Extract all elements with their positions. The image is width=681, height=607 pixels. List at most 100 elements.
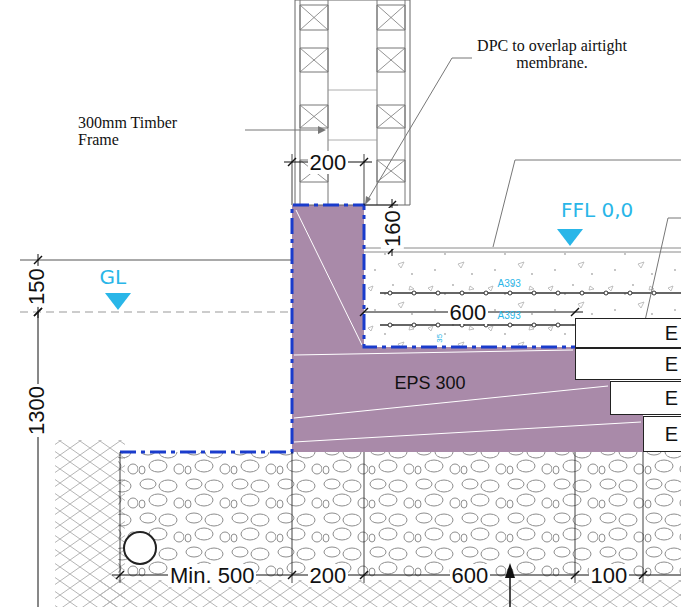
- rebar-bar: [556, 323, 560, 327]
- timber-batten: [377, 5, 405, 30]
- rebar-bar: [580, 291, 584, 295]
- insulation-step-label: E: [665, 323, 678, 343]
- dimension-text: 200: [308, 564, 349, 587]
- extension-line: [364, 154, 365, 205]
- rebar-bar: [412, 323, 416, 327]
- insulation-step-label: E: [665, 388, 678, 408]
- gravel-bed: [118, 452, 681, 580]
- drain-pipe: [124, 532, 156, 564]
- extension-line: [575, 452, 576, 583]
- leader-line: [367, 58, 472, 201]
- rebar-mesh: [380, 324, 575, 326]
- timber-batten: [377, 105, 405, 128]
- extension-line: [643, 452, 644, 583]
- board-joint: [294, 422, 641, 442]
- dimension-tick: [34, 308, 42, 316]
- timber-noggin: [328, 90, 377, 91]
- rebar-bar: [484, 291, 488, 295]
- timber-batten: [300, 105, 328, 128]
- rebar-bar: [556, 291, 560, 295]
- timber-batten: [377, 160, 405, 182]
- dimension-text: 150: [24, 266, 47, 307]
- insulation-step-box: E: [575, 318, 681, 348]
- mesh-label: A393: [498, 311, 521, 322]
- level-label: GL: [100, 267, 127, 288]
- rebar-bar: [532, 323, 536, 327]
- dimension-text: 1300: [24, 384, 47, 437]
- timber-batten: [300, 48, 328, 72]
- timber-batten: [300, 5, 328, 30]
- dimension-line: [38, 312, 39, 607]
- dimension-text: 600: [448, 301, 489, 324]
- rebar-bar: [628, 291, 632, 295]
- rebar-bar: [532, 291, 536, 295]
- rebar-bar: [604, 291, 608, 295]
- dimension-text: 100: [589, 564, 630, 587]
- timber-batten: [377, 48, 405, 72]
- leader-line: [245, 130, 318, 131]
- insulation-step-box: E: [610, 381, 681, 415]
- board-joint: [294, 350, 573, 355]
- leader-arrow: [365, 196, 371, 205]
- rebar-bar: [508, 323, 512, 327]
- dimension-tick: [571, 308, 579, 316]
- dimension-text: 160: [380, 208, 403, 249]
- timber-batten: [377, 105, 405, 128]
- timber-batten: [377, 5, 405, 30]
- extension-line: [364, 452, 365, 583]
- callout-note: 300mm Timber Frame: [78, 115, 198, 149]
- timber-batten: [377, 5, 405, 30]
- timber-batten: [300, 105, 328, 128]
- rebar-bar: [436, 291, 440, 295]
- insulation-step-box: E: [575, 348, 681, 380]
- timber-noggin: [328, 140, 377, 141]
- extension-line: [292, 154, 293, 205]
- timber-batten: [300, 5, 328, 30]
- dimension-text: 600: [450, 564, 491, 587]
- level-marker: [105, 293, 131, 310]
- callout-note: DPC to overlap airtight membrane.: [477, 38, 627, 72]
- extension-line: [120, 452, 121, 583]
- rebar-bar: [484, 323, 488, 327]
- concrete-slab: [364, 252, 681, 347]
- timber-batten: [300, 5, 328, 30]
- rebar-mesh: [380, 292, 681, 294]
- timber-batten: [300, 48, 328, 72]
- timber-batten: [377, 48, 405, 72]
- rebar-bar: [460, 291, 464, 295]
- leader-line: [493, 160, 681, 247]
- rebar-bar: [388, 323, 392, 327]
- dimension-tick: [34, 256, 42, 264]
- rebar-bar: [412, 291, 416, 295]
- floor-finish-line: [364, 248, 681, 249]
- board-joint: [296, 210, 362, 345]
- floor-finish-line: [364, 252, 681, 253]
- dimension-text: 35: [436, 334, 444, 343]
- rebar-bar: [652, 291, 656, 295]
- insulation-step-label: E: [665, 424, 678, 444]
- insulation-step-label: E: [665, 354, 678, 374]
- timber-batten: [300, 105, 328, 128]
- level-label: FFL 0,0: [561, 200, 633, 221]
- timber-batten: [377, 105, 405, 128]
- material-label: EPS 300: [393, 374, 468, 393]
- dimension-tick: [360, 308, 368, 316]
- extension-line: [292, 452, 293, 583]
- level-marker: [557, 229, 583, 246]
- ground-level-line: [20, 312, 292, 313]
- timber-batten: [377, 160, 405, 182]
- timber-frame: [295, 0, 410, 205]
- ground-level-line: [20, 260, 292, 261]
- rebar-bar: [436, 323, 440, 327]
- rebar-bar: [388, 291, 392, 295]
- dpc-membrane: [120, 205, 640, 452]
- extension-line: [364, 205, 398, 206]
- rebar-bar: [508, 291, 512, 295]
- dimension-text: Min. 500: [168, 564, 256, 587]
- timber-batten: [377, 48, 405, 72]
- timber-batten: [300, 48, 328, 72]
- rebar-bar: [460, 323, 464, 327]
